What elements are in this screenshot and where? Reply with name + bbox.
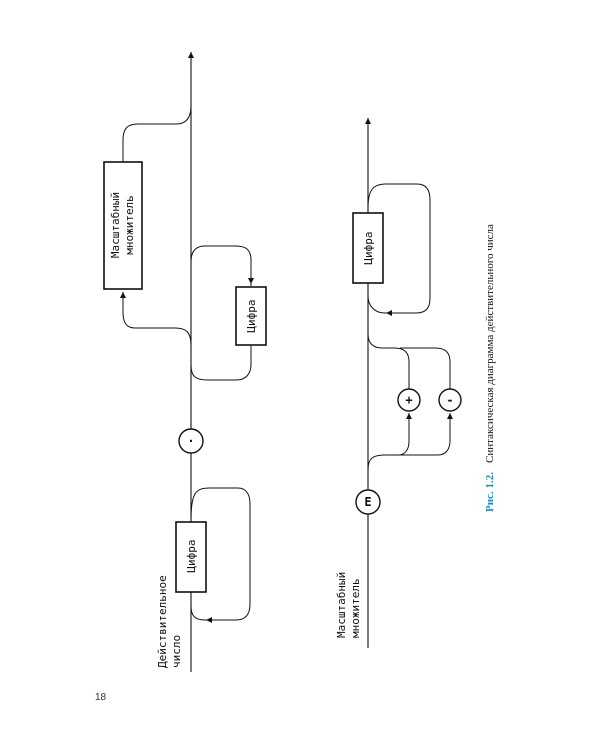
diagram1-title: Действительное число xyxy=(156,575,183,668)
decimal-point-symbol: · xyxy=(187,434,194,448)
minus-branch-in xyxy=(390,413,453,456)
exponent-digit-box xyxy=(352,212,384,284)
figure-caption-number: Рис. 1.2. xyxy=(484,472,496,512)
diagram2-title-line2: множитель xyxy=(349,578,362,638)
scale-factor-box-line2: множитель xyxy=(123,195,136,255)
digit-loop-2-lower xyxy=(190,346,252,381)
plus-branch-out xyxy=(367,333,410,389)
exponent-digit-loop xyxy=(367,183,431,314)
scale-factor-box-line1: Масштабный xyxy=(109,192,122,258)
figure-caption-text: Синтаксическая диаграмма действительного… xyxy=(484,224,496,463)
decimal-point-circle xyxy=(178,428,204,454)
digit-box-1-label: Цифра xyxy=(185,539,198,572)
scale-factor-branch-in xyxy=(120,292,192,346)
minus-branch-out xyxy=(400,347,451,389)
plus-symbol: + xyxy=(405,393,412,407)
digit-box-1 xyxy=(175,521,207,593)
figure-caption: Рис. 1.2. Синтаксическая диаграмма дейст… xyxy=(478,224,497,512)
digit-loop-2-upper xyxy=(190,245,252,286)
plus-branch-in xyxy=(367,413,412,471)
scale-factor-diagram: Масштабный множитель E + - Цифра xyxy=(335,118,462,648)
diagram1-title-line2: число xyxy=(170,635,183,668)
exponent-symbol: E xyxy=(364,495,371,509)
diagram2-title-line1: Масштабный xyxy=(335,572,348,638)
page-number: 18 xyxy=(95,692,107,703)
real-number-diagram: Действительное число Цифра · Цифра Масшт… xyxy=(103,52,267,672)
digit-loop-1 xyxy=(190,487,251,621)
svg-text:Рис. 1.2. Синтаксическая: Рис. 1.2. Синтаксическая диаграмма дейст… xyxy=(478,224,497,512)
scale-factor-branch-out xyxy=(122,105,192,162)
digit-box-2-label: Цифра xyxy=(245,299,258,332)
exponent-circle xyxy=(355,489,381,515)
exponent-digit-box-label: Цифра xyxy=(362,231,375,264)
minus-symbol: - xyxy=(446,393,453,407)
diagram1-title-line1: Действительное xyxy=(156,575,169,668)
digit-box-2 xyxy=(235,286,267,346)
diagram2-title: Масштабный множитель xyxy=(335,572,362,638)
